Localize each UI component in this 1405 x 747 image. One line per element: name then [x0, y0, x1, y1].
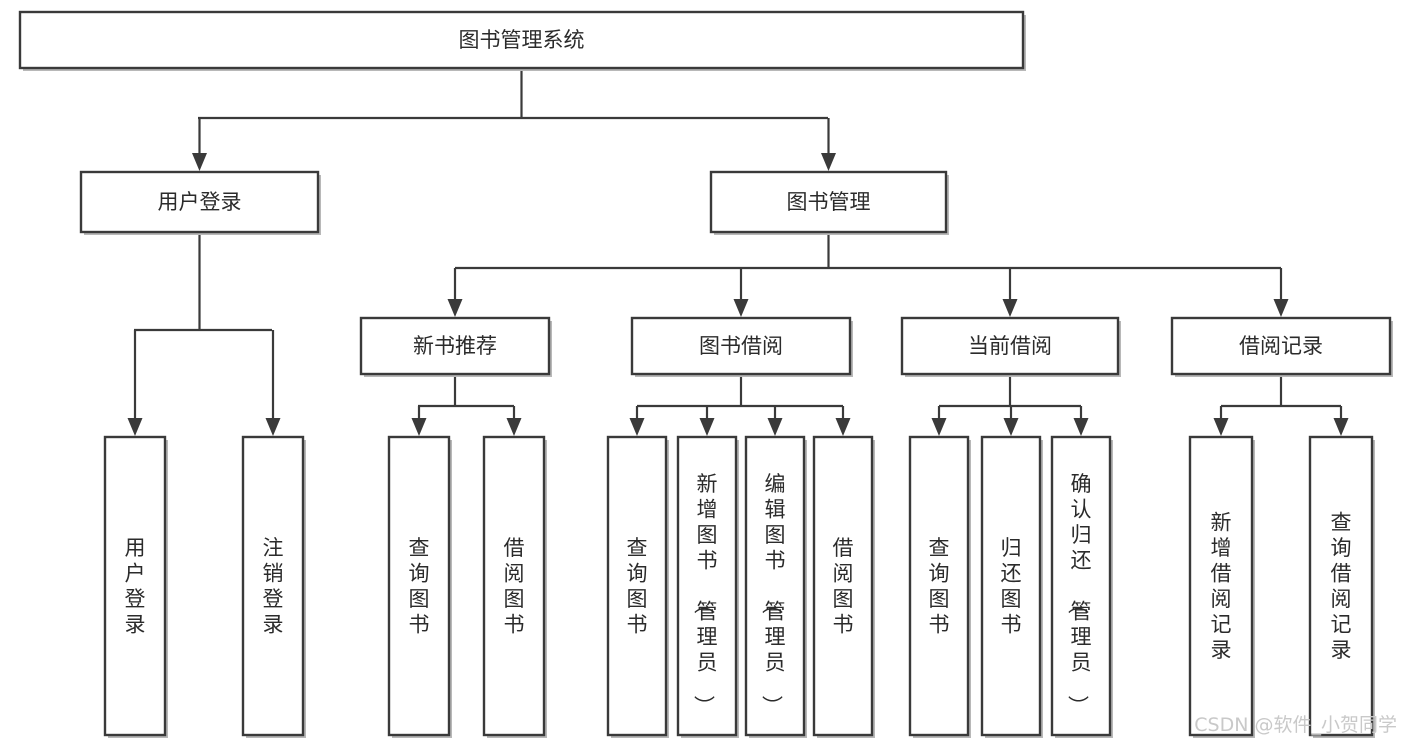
node-root[interactable]: 图书管理系统 [18, 10, 1026, 71]
node-rect [79, 170, 320, 234]
node-label: 查询图书 [409, 536, 430, 637]
node-rect [709, 170, 948, 234]
node-rect [1308, 435, 1374, 737]
node-label: 当前借阅 [968, 334, 1052, 358]
node-leaf-rec-borrow[interactable]: 借阅图书 [482, 435, 547, 738]
node-book-borrow[interactable]: 图书借阅 [630, 316, 853, 377]
connectors-layer [127, 68, 1349, 436]
node-book-manage[interactable]: 图书管理 [709, 170, 949, 235]
node-label: 编辑图书（管理员） [760, 472, 786, 716]
csdn-watermark: CSDN @软件_小贺同学 [1194, 714, 1397, 736]
node-label: 图书管理 [787, 190, 871, 214]
node-user-login[interactable]: 用户登录 [79, 170, 321, 235]
node-leaf-logout[interactable]: 注销登录 [241, 435, 306, 738]
node-leaf-br-add[interactable]: 新增借阅记录 [1188, 435, 1255, 738]
connector-bar-book-borrow [629, 374, 851, 436]
connector-bar-user-login [127, 232, 281, 436]
node-leaf-cb-confirm[interactable]: 确认归还（管理员） [1050, 435, 1113, 738]
node-label: 新增图书（管理员） [692, 472, 718, 716]
node-label: 图书借阅 [699, 334, 783, 358]
node-label: 借阅记录 [1239, 334, 1323, 358]
node-rect [241, 435, 305, 737]
node-leaf-bb-add[interactable]: 新增图书（管理员） [676, 435, 739, 738]
node-rect [676, 435, 738, 737]
node-label: 新书推荐 [413, 334, 497, 358]
connector-bar-current-borrow [931, 374, 1089, 436]
node-label: 图书管理系统 [459, 28, 585, 52]
node-rect [1188, 435, 1254, 737]
node-leaf-rec-query[interactable]: 查询图书 [387, 435, 452, 738]
node-leaf-cb-query[interactable]: 查询图书 [908, 435, 971, 738]
connector-bar-book-manage [447, 232, 1289, 317]
node-label: 归还图书 [1001, 536, 1022, 637]
connector-bar-new-book-rec [411, 374, 522, 436]
nodes-layer: 图书管理系统用户登录图书管理新书推荐图书借阅当前借阅借阅记录用户登录注销登录查询… [18, 10, 1393, 738]
connector-bar-root [192, 68, 836, 171]
node-rect [359, 316, 551, 376]
node-rect [103, 435, 167, 737]
node-label: 查询图书 [627, 536, 648, 637]
node-label: 确认归还（管理员） [1066, 472, 1092, 716]
node-rect [908, 435, 970, 737]
node-label: 新增借阅记录 [1211, 510, 1232, 662]
node-rect [18, 10, 1025, 70]
node-rect [630, 316, 852, 376]
node-label: 查询图书 [929, 536, 950, 637]
node-label: 借阅图书 [833, 536, 854, 637]
node-label: 借阅图书 [504, 536, 525, 637]
node-leaf-bb-query[interactable]: 查询图书 [606, 435, 669, 738]
node-borrow-record[interactable]: 借阅记录 [1170, 316, 1393, 377]
connector-bar-borrow-record [1213, 374, 1349, 436]
node-rect [1050, 435, 1112, 737]
node-rect [980, 435, 1042, 737]
node-rect [900, 316, 1120, 376]
node-current-borrow[interactable]: 当前借阅 [900, 316, 1121, 377]
node-label: 注销登录 [263, 536, 284, 637]
node-rect [744, 435, 806, 737]
node-rect [387, 435, 451, 737]
node-leaf-bb-edit[interactable]: 编辑图书（管理员） [744, 435, 807, 738]
node-label: 查询借阅记录 [1331, 510, 1352, 662]
node-leaf-user-login[interactable]: 用户登录 [103, 435, 168, 738]
node-leaf-bb-borrow[interactable]: 借阅图书 [812, 435, 875, 738]
node-rect [482, 435, 546, 737]
node-rect [606, 435, 668, 737]
node-label: 用户登录 [158, 190, 242, 214]
node-leaf-br-query[interactable]: 查询借阅记录 [1308, 435, 1375, 738]
node-leaf-cb-return[interactable]: 归还图书 [980, 435, 1043, 738]
node-rect [812, 435, 874, 737]
node-label: 用户登录 [125, 536, 146, 637]
node-rect [1170, 316, 1392, 376]
node-new-book-rec[interactable]: 新书推荐 [359, 316, 552, 377]
